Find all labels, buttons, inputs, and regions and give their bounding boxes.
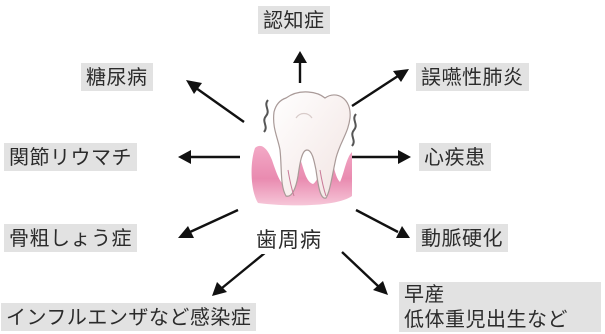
tooth-illustration — [251, 91, 357, 206]
arrow-to-osteoporosis — [178, 208, 239, 238]
label-rheumatoid-arthritis: 関節リウマチ — [4, 143, 137, 171]
arrow-to-premature-birth — [341, 251, 388, 295]
label-premature-birth-line2: 低体重児出生など — [404, 307, 568, 331]
arrow-to-dementia — [293, 51, 307, 83]
arrow-to-rheumatism — [178, 150, 240, 164]
arrow-to-heart — [352, 150, 411, 164]
wobble-mark-right — [351, 113, 357, 147]
arrow-to-diabetes — [186, 80, 245, 123]
arrow-to-infection — [212, 251, 267, 296]
label-aspiration-pneumonia: 誤嚥性肺炎 — [416, 63, 529, 91]
label-dementia: 認知症 — [258, 6, 330, 34]
tooth-shape — [273, 91, 351, 199]
label-diabetes: 糖尿病 — [81, 63, 153, 91]
periodontal-disease-label: 歯周病 — [256, 226, 322, 254]
label-osteoporosis: 骨粗しょう症 — [4, 224, 137, 252]
wobble-mark-left — [263, 99, 269, 133]
label-infectious-disease: インフルエンザなど感染症 — [1, 303, 257, 331]
label-arteriosclerosis: 動脈硬化 — [416, 224, 508, 252]
arrow-to-pneumonia — [351, 69, 409, 108]
label-premature-birth: 早産 低体重児出生など — [399, 282, 601, 332]
label-heart-disease: 心疾患 — [419, 143, 491, 171]
arrow-to-arteriosclerosis — [355, 208, 410, 238]
label-premature-birth-line1: 早産 — [404, 282, 445, 306]
